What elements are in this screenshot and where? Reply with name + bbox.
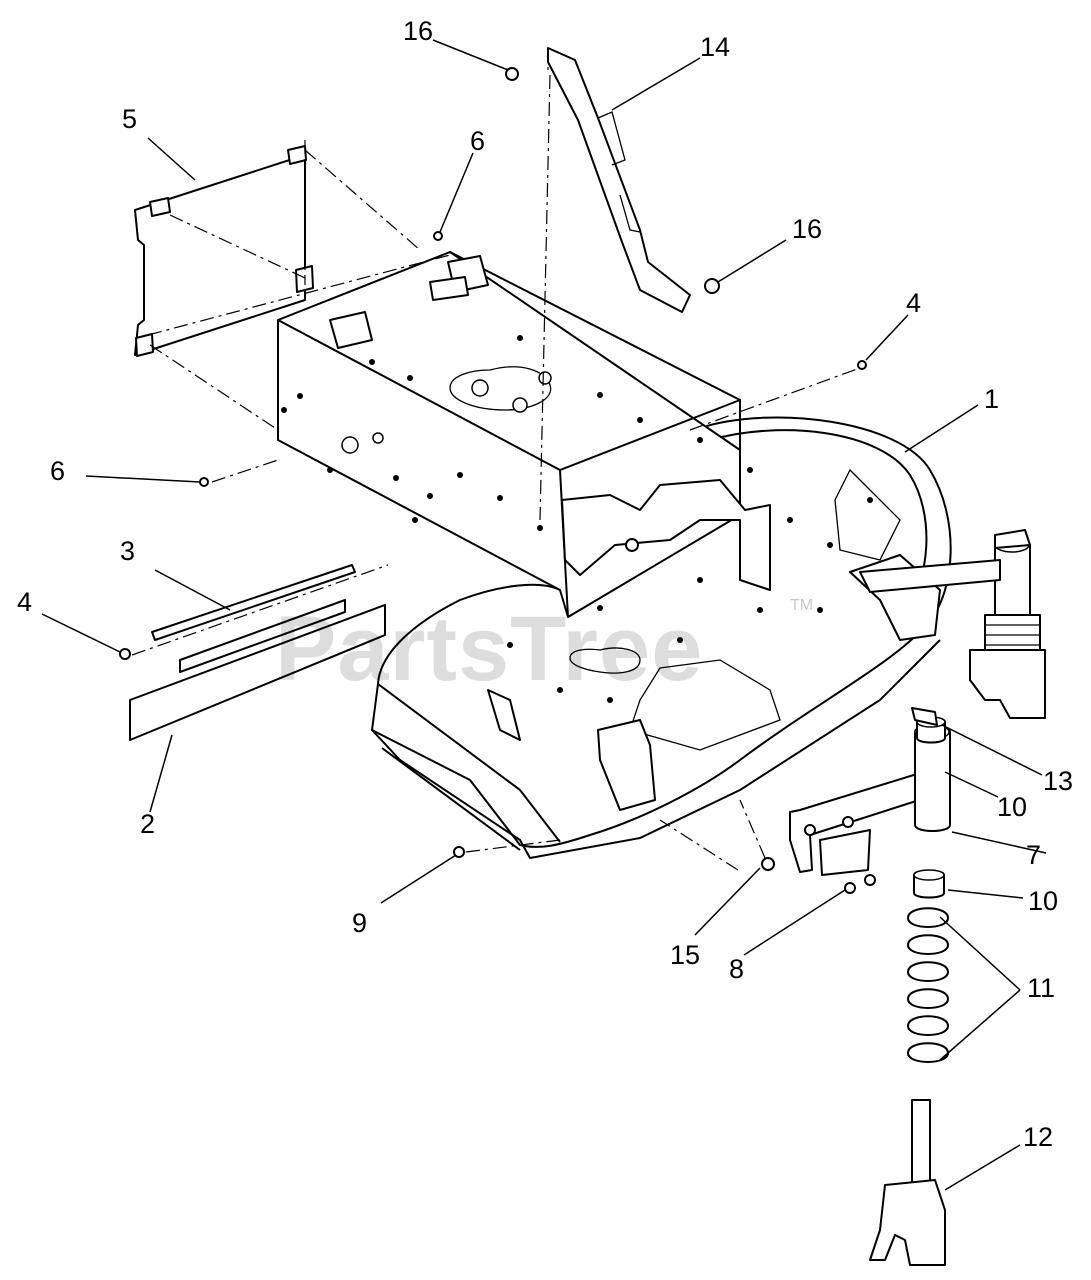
callout-10-lower: 10 — [1028, 886, 1058, 916]
callout-6-left: 6 — [50, 456, 65, 486]
deck-shell — [371, 416, 952, 860]
callout-4-right: 4 — [906, 288, 921, 318]
callout-8: 8 — [729, 954, 744, 984]
callout-7: 7 — [1026, 840, 1041, 870]
callout-6-top: 6 — [470, 126, 485, 156]
callout-12: 12 — [1023, 1122, 1053, 1152]
watermark-trademark: TM — [790, 597, 813, 614]
callout-16-right: 16 — [792, 214, 822, 244]
chassis-frame — [277, 251, 771, 618]
callout-2: 2 — [140, 809, 155, 839]
rod — [151, 564, 356, 641]
watermark-text: PartsTree — [275, 598, 703, 700]
callout-11: 11 — [1027, 973, 1055, 1003]
leader-lines — [41, 39, 1047, 1191]
callout-9: 9 — [352, 908, 367, 938]
watermark: PartsTree TM — [275, 597, 813, 700]
callout-16-top: 16 — [403, 16, 433, 46]
callout-10-upper: 10 — [997, 792, 1027, 822]
hardware — [119, 67, 938, 894]
spacer-washers — [907, 907, 949, 1063]
callout-13: 13 — [1043, 766, 1073, 796]
callout-1: 1 — [984, 384, 999, 414]
callout-3: 3 — [120, 536, 135, 566]
callout-14: 14 — [700, 32, 730, 62]
axle-arm — [789, 724, 951, 876]
callout-5: 5 — [122, 104, 137, 134]
lift-link — [547, 47, 691, 313]
caster-fork — [869, 1099, 946, 1266]
callout-15: 15 — [670, 940, 700, 970]
upper-caster — [859, 529, 1046, 719]
callout-4-left: 4 — [17, 587, 32, 617]
assembly-lines — [131, 48, 861, 871]
callout-labels: 16 14 5 6 16 4 1 6 3 4 13 10 2 7 10 9 15… — [17, 16, 1073, 1152]
front-baffle — [129, 599, 386, 741]
